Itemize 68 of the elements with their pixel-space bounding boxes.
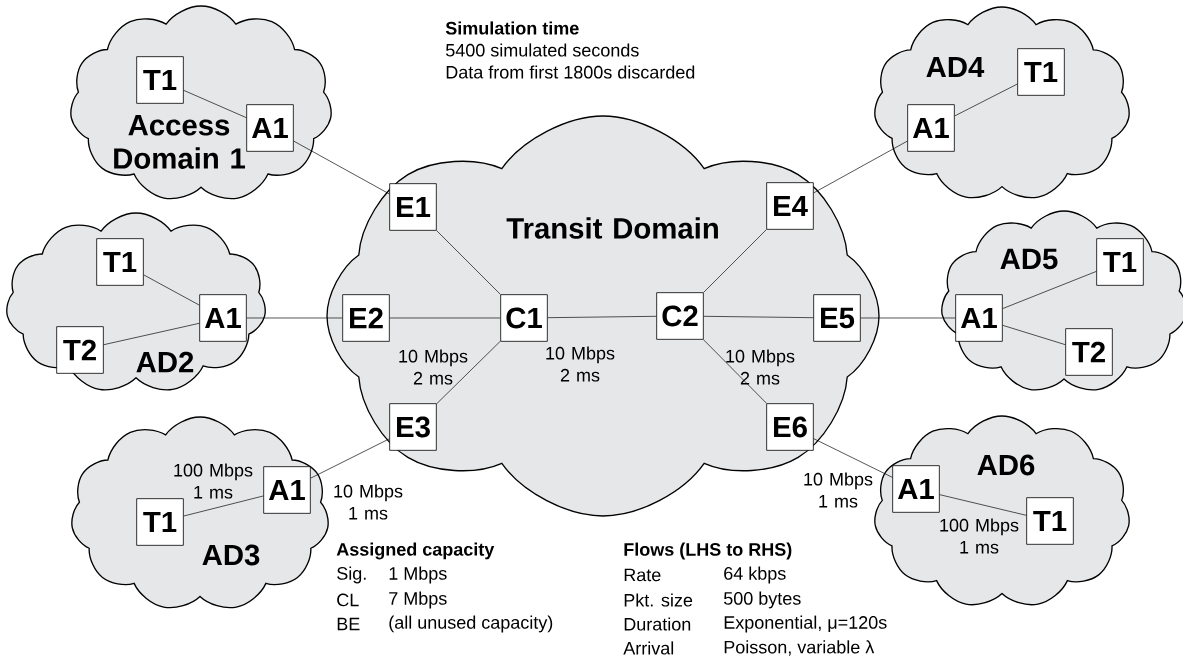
section-heading: Simulation time bbox=[445, 21, 579, 35]
router-box: E2 bbox=[342, 294, 390, 342]
section-heading: Assigned capacity bbox=[336, 542, 495, 560]
router-box: A1 bbox=[955, 294, 1003, 342]
link-line bbox=[103, 322, 200, 346]
note-text: 7 Mbps bbox=[389, 591, 447, 609]
router-box: T1 bbox=[1026, 497, 1074, 545]
link-line bbox=[703, 229, 767, 293]
edge-label: 10 Mbps 2 ms bbox=[399, 349, 468, 385]
link-line bbox=[1002, 271, 1097, 309]
link-line bbox=[813, 140, 908, 194]
router-box: A1 bbox=[199, 294, 247, 342]
router-box: T1 bbox=[136, 56, 184, 104]
router-box: E5 bbox=[813, 294, 861, 342]
router-box: T1 bbox=[1096, 238, 1144, 286]
edge-label: 10 Mbps 1 ms bbox=[804, 472, 873, 508]
edge-label: 10 Mbps 2 ms bbox=[546, 346, 615, 382]
link-line bbox=[389, 317, 501, 319]
edge-label: 100 Mbps 1 ms bbox=[174, 463, 253, 499]
link-line bbox=[547, 315, 657, 319]
link-line bbox=[436, 340, 501, 405]
router-box: T1 bbox=[96, 238, 144, 286]
note-text: 1 Mbps bbox=[389, 566, 447, 584]
note-text: 64 kbps bbox=[724, 566, 786, 584]
router-box: T2 bbox=[56, 326, 104, 374]
router-box: E6 bbox=[766, 403, 814, 451]
note-text: Data from first 1800s discarded bbox=[446, 65, 695, 79]
note-text: Sig. bbox=[337, 566, 366, 584]
section-heading: Flows (LHS to RHS) bbox=[624, 542, 792, 560]
note-text: Poisson, variable λ bbox=[724, 640, 875, 656]
router-box: A1 bbox=[246, 104, 294, 152]
link-line bbox=[703, 339, 767, 404]
note-text: Exponential, μ=120s bbox=[724, 615, 887, 633]
note-text: Arrival bbox=[623, 641, 674, 655]
link-line bbox=[436, 230, 501, 295]
router-box: C1 bbox=[500, 294, 548, 342]
edge-label: 10 Mbps 2 ms bbox=[726, 349, 795, 385]
router-box: T1 bbox=[1017, 48, 1065, 96]
link-line bbox=[143, 274, 200, 306]
router-box: T2 bbox=[1065, 328, 1113, 376]
note-text: CL bbox=[337, 593, 359, 607]
router-box: A1 bbox=[907, 104, 955, 152]
link-line bbox=[813, 438, 893, 478]
edge-label: 10 Mbps 1 ms bbox=[334, 484, 403, 520]
link-line bbox=[860, 317, 956, 319]
link-line bbox=[183, 90, 247, 118]
link-line bbox=[1002, 325, 1066, 345]
note-text: BE bbox=[337, 617, 360, 631]
note-text: (all unused capacity) bbox=[389, 615, 553, 633]
edge-label: 100 Mbps 1 ms bbox=[940, 518, 1019, 554]
link-line bbox=[939, 494, 1027, 516]
router-box: E1 bbox=[389, 183, 437, 231]
link-line bbox=[954, 83, 1018, 117]
note-text: 5400 simulated seconds bbox=[446, 43, 639, 57]
link-line bbox=[293, 140, 390, 195]
link-line bbox=[246, 317, 343, 319]
note-text: Rate bbox=[624, 568, 661, 582]
router-box: A1 bbox=[263, 466, 311, 514]
router-box: A1 bbox=[892, 465, 940, 513]
router-box: E3 bbox=[389, 403, 437, 451]
link-line bbox=[703, 315, 814, 319]
router-box: C2 bbox=[656, 292, 704, 340]
note-text: 500 bytes bbox=[724, 591, 801, 609]
router-box: T1 bbox=[136, 498, 184, 546]
router-box: E4 bbox=[766, 182, 814, 230]
link-line bbox=[183, 495, 264, 517]
note-text: Pkt. size bbox=[624, 593, 693, 607]
note-text: Duration bbox=[624, 617, 691, 631]
